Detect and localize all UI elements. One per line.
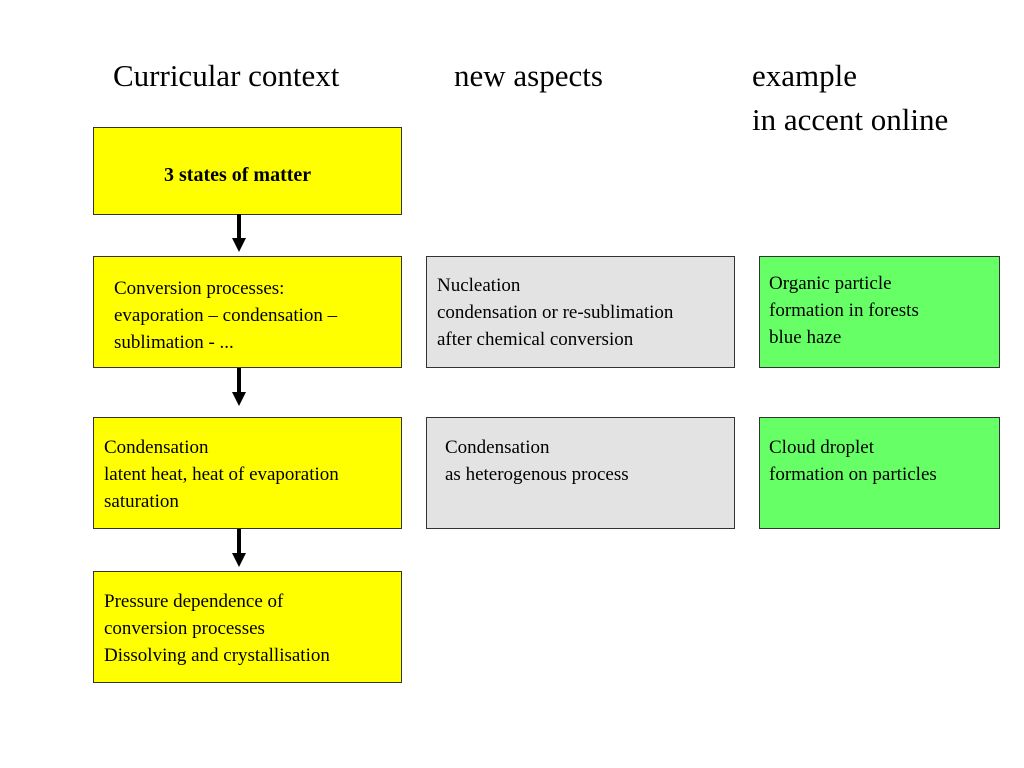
box-heterogenous-condensation: Condensation as heterogenous process (426, 417, 735, 529)
box-line: formation on particles (769, 464, 937, 485)
box-line: conversion processes (104, 618, 265, 639)
box-cloud-droplet: Cloud droplet formation on particles (759, 417, 1000, 529)
box-line: formation in forests (769, 300, 919, 321)
box-pressure-dependence-text: Pressure dependence of conversion proces… (104, 588, 330, 669)
box-nucleation: Nucleation condensation or re-sublimatio… (426, 256, 735, 368)
box-line: Dissolving and crystallisation (104, 645, 330, 666)
box-line: Pressure dependence of (104, 591, 284, 612)
heading-curricular-context: Curricular context (113, 58, 340, 93)
box-heterogenous-condensation-text: Condensation as heterogenous process (445, 434, 629, 488)
box-line: blue haze (769, 327, 842, 348)
box-line: Conversion processes: (114, 278, 285, 299)
box-line: Condensation (445, 437, 550, 458)
box-3-states-of-matter-text: 3 states of matter (164, 162, 311, 189)
box-3-states-of-matter: 3 states of matter (93, 127, 402, 215)
box-pressure-dependence: Pressure dependence of conversion proces… (93, 571, 402, 683)
box-line: after chemical conversion (437, 329, 634, 350)
heading-example-line-2: in accent online (752, 102, 949, 137)
box-line: Condensation (104, 437, 209, 458)
box-line: Organic particle (769, 273, 892, 294)
box-condensation: Condensation latent heat, heat of evapor… (93, 417, 402, 529)
box-line: 3 states of matter (164, 164, 312, 186)
arrow-down-icon (232, 529, 246, 567)
box-line: evaporation – condensation – (114, 305, 338, 326)
arrow-down-icon (232, 214, 246, 252)
box-condensation-text: Condensation latent heat, heat of evapor… (104, 434, 339, 515)
box-line: Cloud droplet (769, 437, 875, 458)
heading-example-line-1: example (752, 58, 858, 93)
box-nucleation-text: Nucleation condensation or re-sublimatio… (437, 272, 673, 353)
box-organic-particle-text: Organic particle formation in forests bl… (769, 270, 919, 351)
box-line: saturation (104, 491, 179, 512)
box-line: Nucleation (437, 275, 521, 296)
box-conversion-processes: Conversion processes: evaporation – cond… (93, 256, 402, 368)
box-organic-particle: Organic particle formation in forests bl… (759, 256, 1000, 368)
box-line: as heterogenous process (445, 464, 629, 485)
box-line: sublimation - ... (114, 332, 234, 353)
arrow-down-icon (232, 368, 246, 406)
box-conversion-processes-text: Conversion processes: evaporation – cond… (114, 275, 337, 356)
box-line: latent heat, heat of evaporation (104, 464, 339, 485)
box-cloud-droplet-text: Cloud droplet formation on particles (769, 434, 937, 488)
heading-new-aspects: new aspects (454, 58, 603, 93)
box-line: condensation or re-sublimation (437, 302, 674, 323)
heading-example: example in accent online (752, 54, 948, 142)
